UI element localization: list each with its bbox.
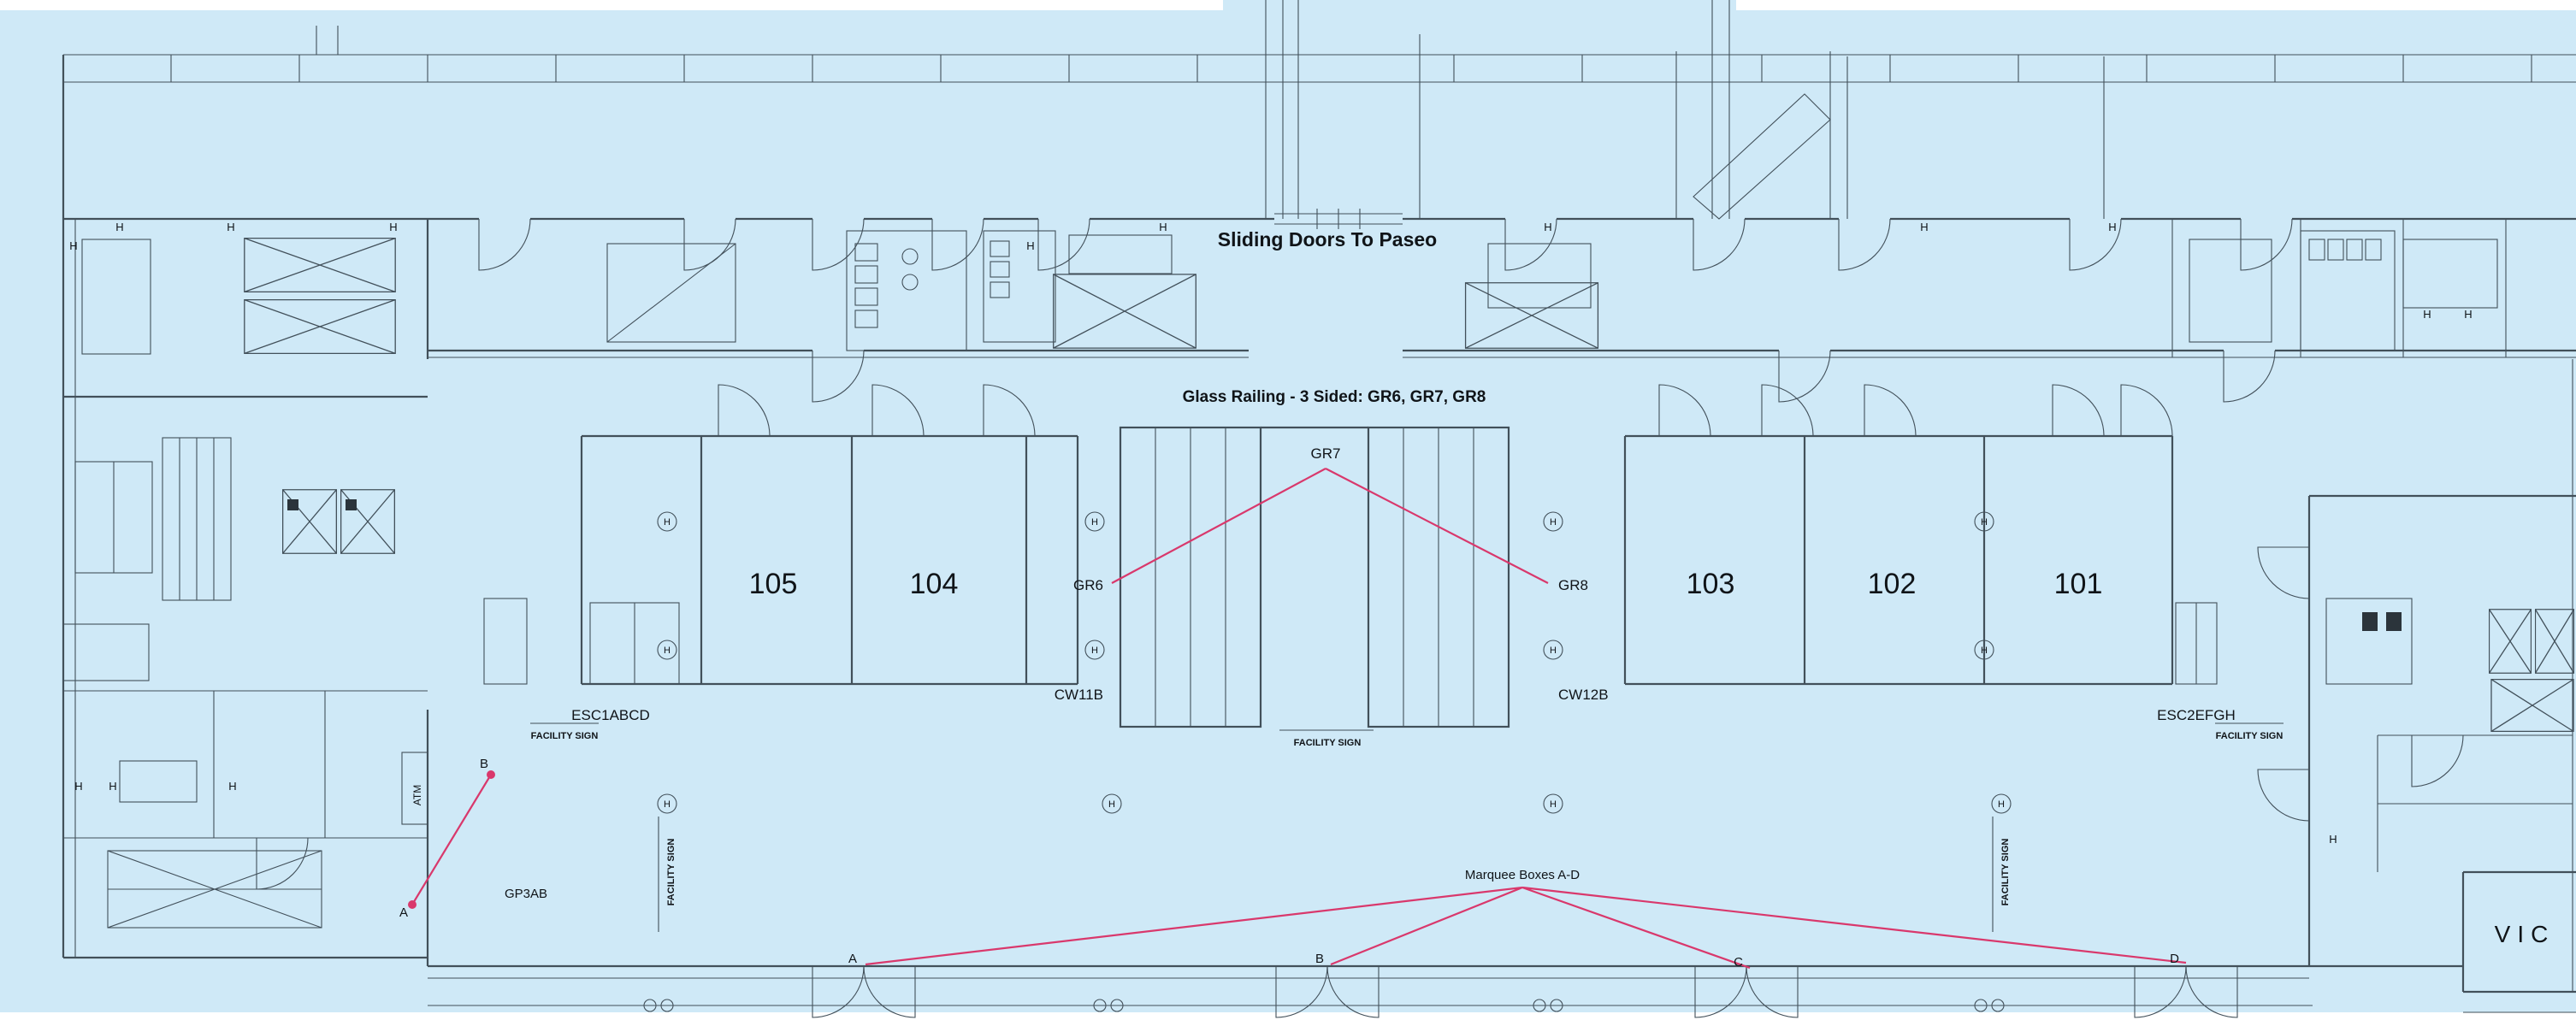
gr6-label: GR6 (1073, 577, 1103, 593)
plan-labels: Sliding Doors To Paseo Glass Railing - 3… (399, 228, 2555, 970)
cw11b-label: CW11B (1055, 687, 1103, 703)
facility-sign-label: FACILITY SIGN (531, 731, 599, 741)
hose-marker: H (1159, 221, 1167, 233)
hose-marker: H (1544, 221, 1551, 233)
tenant-block-right (1623, 384, 2218, 686)
facility-sign-label-vertical: FACILITY SIGN (2000, 839, 2011, 906)
room-label-103: 103 (1687, 568, 1735, 600)
restroom (983, 230, 1056, 343)
stair-hatch (1068, 234, 1173, 274)
column-bubble-label: H (664, 799, 671, 810)
stair-hatch (1487, 243, 1592, 309)
hose-marker: H (228, 780, 236, 793)
column-bubble-label: H (1550, 646, 1557, 656)
right-wing (2257, 359, 2576, 1013)
cw12b-label: CW12B (1558, 687, 1609, 703)
gr7-label: GR7 (1311, 445, 1341, 462)
room-label-105: 105 (749, 568, 798, 600)
restroom (2300, 230, 2396, 351)
stair-hatch (2325, 598, 2413, 685)
atm-kiosk (401, 752, 428, 825)
room-label-101: 101 (2054, 568, 2103, 600)
top-curtain-wall (62, 0, 2576, 220)
column-bubble-label: H (664, 646, 671, 656)
column-bubble-label: H (664, 517, 671, 528)
column-bubble-label: H (1550, 799, 1557, 810)
stair-hatch (62, 623, 150, 681)
hose-marker: H (2108, 221, 2116, 233)
glass-railing-leader (1111, 468, 1549, 584)
column-bubble-label: H (1091, 646, 1098, 656)
hose-marker: H (389, 221, 397, 233)
column-bubble-label: H (1981, 517, 1988, 528)
louver-hatch (2402, 239, 2498, 309)
hose-marker: H (1920, 221, 1928, 233)
storefront-wall (428, 964, 2313, 1018)
concourse (483, 384, 2284, 932)
restroom (846, 230, 967, 351)
facility-sign-lines (530, 722, 2284, 731)
hose-markers: H H H H H H H H H H H H H H H (69, 221, 2472, 846)
room-label-104: 104 (910, 568, 959, 600)
hose-marker: H (109, 780, 116, 793)
gp3ab-label: GP3AB (505, 887, 547, 901)
marquee-title: Marquee Boxes A-D (1465, 868, 1580, 882)
gp-point-b: B (480, 757, 488, 771)
glass-railing-label: Glass Railing - 3 Sided: GR6, GR7, GR8 (1183, 388, 1486, 406)
column-bubble-label: H (1091, 517, 1098, 528)
stair-hatch (119, 760, 198, 803)
column-bubble-label: H (1998, 799, 2005, 810)
hose-marker: H (115, 221, 123, 233)
marquee-leader (865, 886, 2187, 970)
facility-sign-posts (658, 817, 1994, 932)
marquee-point-a: A (848, 952, 857, 966)
hose-marker: H (2329, 833, 2337, 846)
room-label-102: 102 (1868, 568, 1917, 600)
hose-marker: H (2423, 308, 2431, 321)
stair-hatch (606, 243, 736, 343)
atm-label: ATM (411, 785, 423, 805)
sliding-doors (1274, 209, 1403, 229)
sliding-doors-label: Sliding Doors To Paseo (1218, 228, 1437, 251)
facility-sign-label: FACILITY SIGN (1294, 738, 1362, 748)
annotation-leaders (408, 468, 2187, 970)
shaft-hatch (81, 239, 151, 355)
vic-room (2461, 870, 2576, 1013)
column-bubble-label: H (1108, 799, 1115, 810)
hose-marker: H (1026, 239, 1034, 252)
column-bubbles: H H H H H H H H H H H H (657, 511, 2012, 814)
marquee-point-b: B (1315, 952, 1324, 966)
escalator-bank-right (1367, 426, 1510, 728)
column-bubble-label: H (1981, 646, 1988, 656)
gp-point-a: A (399, 905, 408, 920)
marquee-point-c: C (1734, 955, 1743, 970)
facility-sign-label-vertical: FACILITY SIGN (666, 839, 676, 906)
hose-marker: H (74, 780, 82, 793)
tenant-block-left (580, 384, 1079, 686)
stair-hatch (2189, 239, 2272, 343)
vic-label: VIC (2495, 921, 2555, 947)
column-bubble-label: H (1550, 517, 1557, 528)
hose-marker: H (2464, 308, 2472, 321)
gp3ab-leader (411, 774, 492, 905)
hose-marker: H (69, 239, 77, 252)
upper-corridor (63, 209, 2576, 403)
hose-marker: H (227, 221, 234, 233)
escalator-bank-left (1119, 426, 1262, 728)
left-core (62, 219, 429, 966)
facility-sign-label: FACILITY SIGN (2216, 731, 2284, 741)
gr8-label: GR8 (1558, 577, 1588, 593)
marquee-point-d: D (2170, 952, 2179, 966)
stair-hatch (483, 598, 528, 685)
esc2-label: ESC2EFGH (2157, 707, 2236, 723)
esc1-label: ESC1ABCD (571, 707, 650, 723)
